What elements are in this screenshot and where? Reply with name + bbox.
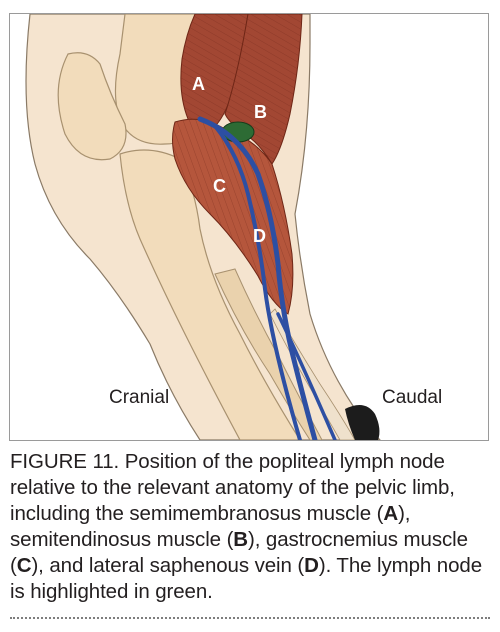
paw bbox=[345, 405, 380, 440]
anatomy-figure: A B C D Cranial Caudal bbox=[9, 13, 489, 441]
bottom-dotted-divider bbox=[10, 617, 490, 619]
pelvic-limb-illustration: A B C D Cranial Caudal bbox=[25, 14, 442, 440]
lateral-saphenous-vein-crossing bbox=[276, 312, 337, 440]
figure-caption-block: FIGURE 11. Position of the popliteal lym… bbox=[10, 449, 494, 605]
label-a: A bbox=[192, 74, 205, 94]
direction-label-cranial: Cranial bbox=[109, 387, 169, 408]
patella bbox=[57, 52, 127, 161]
lateral-saphenous-vein bbox=[197, 116, 318, 440]
label-c: C bbox=[213, 176, 226, 196]
figure-caption: FIGURE 11. Position of the popliteal lym… bbox=[10, 450, 483, 603]
caption-ref-c: C bbox=[16, 554, 32, 577]
caption-ref-b: B bbox=[233, 528, 249, 551]
fibula-bone bbox=[214, 268, 323, 440]
label-d: D bbox=[253, 226, 266, 246]
label-b: B bbox=[254, 102, 267, 122]
lateral-saphenous-vein-branch bbox=[213, 124, 302, 440]
caption-ref-a: A bbox=[383, 502, 399, 525]
caption-figure-number: FIGURE 11. bbox=[10, 450, 120, 473]
direction-label-caudal: Caudal bbox=[382, 387, 442, 408]
caption-ref-d: D bbox=[304, 554, 319, 577]
